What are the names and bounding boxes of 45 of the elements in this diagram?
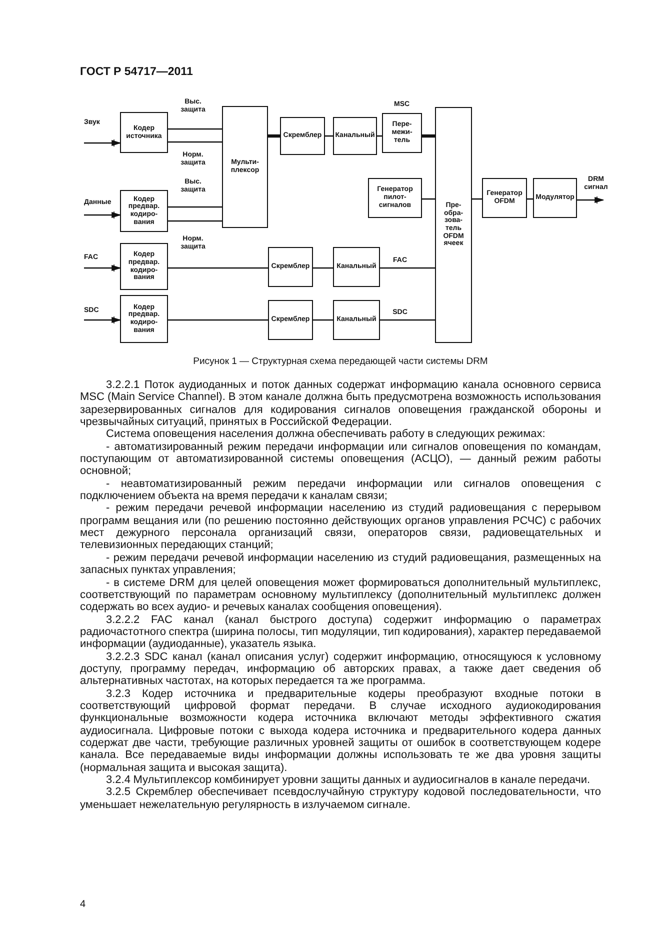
connector-line bbox=[268, 134, 280, 138]
block-box bbox=[120, 190, 168, 232]
connector-line bbox=[313, 267, 333, 269]
paragraph: - режим передачи речевой информации населению из студий радиовещания с перерывом программ вещания или (по решению постоянно действующих органов управления РСЧС) с рабочих мест дежурного персонала организаций связи, операторов связи, радиовещательных и телевизионных передающих станций; bbox=[80, 502, 601, 552]
connector-line bbox=[168, 319, 268, 321]
connector-line bbox=[168, 141, 222, 143]
connector-line bbox=[168, 267, 268, 269]
paragraph: 3.2.5 Скремблер обеспечивает псевдослучайную структуру кодовой последовательности, что уменьшает нежелательную регулярность в излучаемом сигнале. bbox=[80, 786, 601, 812]
connector-line bbox=[168, 128, 222, 130]
block-box bbox=[120, 243, 168, 290]
block-box bbox=[435, 107, 472, 343]
connector-line bbox=[168, 206, 222, 208]
paragraph: - в системе DRM для целей оповещения может формироваться дополнительный мультиплекс, соответствующий по параметрам основному мультиплексу (дополнительный мультиплекс должен содержать во всех аудио- и речевых каналах сообщения оповещения). bbox=[80, 576, 601, 614]
paragraph: 3.2.4 Мультиплексор комбинирует уровни защиты данных и аудиосигналов в канале передачи. bbox=[105, 774, 592, 786]
page-number: 4 bbox=[80, 899, 86, 910]
paragraph: - неавтоматизированный режим передачи информации или сигналов оповещения с подключением объекта на время передачи к каналам связи; bbox=[80, 478, 601, 502]
paragraph: 3.2.2.3 SDC канал (канал описания услуг) содержит информацию, относящуюся к условному доступу, программу передач, информацию об авторских правах, а также дает сведения об альтернативных частотах, на которых передается та же программа. bbox=[80, 650, 601, 688]
connector-line bbox=[313, 319, 333, 321]
block-box bbox=[120, 295, 168, 343]
block-box bbox=[268, 300, 313, 340]
paragraph: - режим передачи речевой информации населению из студий радиовещания, размещенных на запасных пунктах управления; bbox=[80, 552, 601, 576]
block-box bbox=[333, 300, 380, 340]
connector-line bbox=[472, 198, 482, 200]
figure-caption: Рисунок 1 — Структурная схема передающей части системы DRM bbox=[192, 356, 489, 367]
paragraph: 3.2.2.2 FAC канал (канал быстрого доступа) содержит информацию о параметрах радиочастотного спектра (ширина полосы, тип модуляции, тип кодирования), характер передаваемой информации (аудиоданные), указатель языка. bbox=[80, 614, 601, 651]
paragraph: 3.2.3 Кодер источника и предварительные кодеры преобразуют входные потоки в соответствующий цифровой формат передачи. В случае исходного аудиокодирования функциональные возможности кодера источника включают методы эффективного сжатия аудиосигнала. Цифровые потоки с выхода кодера источника и предварительного кодера данных содержат две части, требующие различных уровней защиты от ошибок в соответствующем кодере канала. Все передаваемые виды информации должны использовать те же два уровня защиты (нормальная защита и высокая защита). bbox=[80, 688, 601, 774]
paragraph: - автоматизированный режим передачи информации или сигналов оповещения по командам, поступающим от автоматизированной системы оповещения (АСЦО), — данный режим работы основной; bbox=[80, 440, 601, 478]
connector-line bbox=[380, 319, 435, 321]
block-box bbox=[533, 178, 577, 218]
paragraph: 3.2.2.1 Поток аудиоданных и поток данных содержат информацию канала основного сервиса MSC (Main Service Channel). В этом канале должна быть предусмотрена возможность использования зарезервированных сигналов для кодирования сигналов оповещения гражданской обороны и чрезвычайных ситуаций, принятых в Российской Федерации. bbox=[80, 379, 601, 428]
connector-line bbox=[380, 267, 435, 269]
connector-line bbox=[422, 134, 435, 138]
block-box bbox=[120, 112, 168, 153]
block-box bbox=[280, 117, 325, 155]
block-box bbox=[382, 113, 422, 153]
block-box bbox=[482, 178, 527, 218]
paragraph: Система оповещения населения должна обеспечивать работу в следующих режимах: bbox=[105, 428, 546, 441]
document-header: ГОСТ Р 54717—2011 bbox=[80, 66, 193, 78]
connector-line bbox=[168, 220, 222, 222]
connector-line bbox=[422, 198, 435, 200]
block-box bbox=[368, 178, 422, 218]
block-box bbox=[268, 247, 313, 287]
block-box bbox=[333, 117, 377, 155]
block-box bbox=[222, 106, 268, 228]
block-box bbox=[333, 247, 380, 287]
